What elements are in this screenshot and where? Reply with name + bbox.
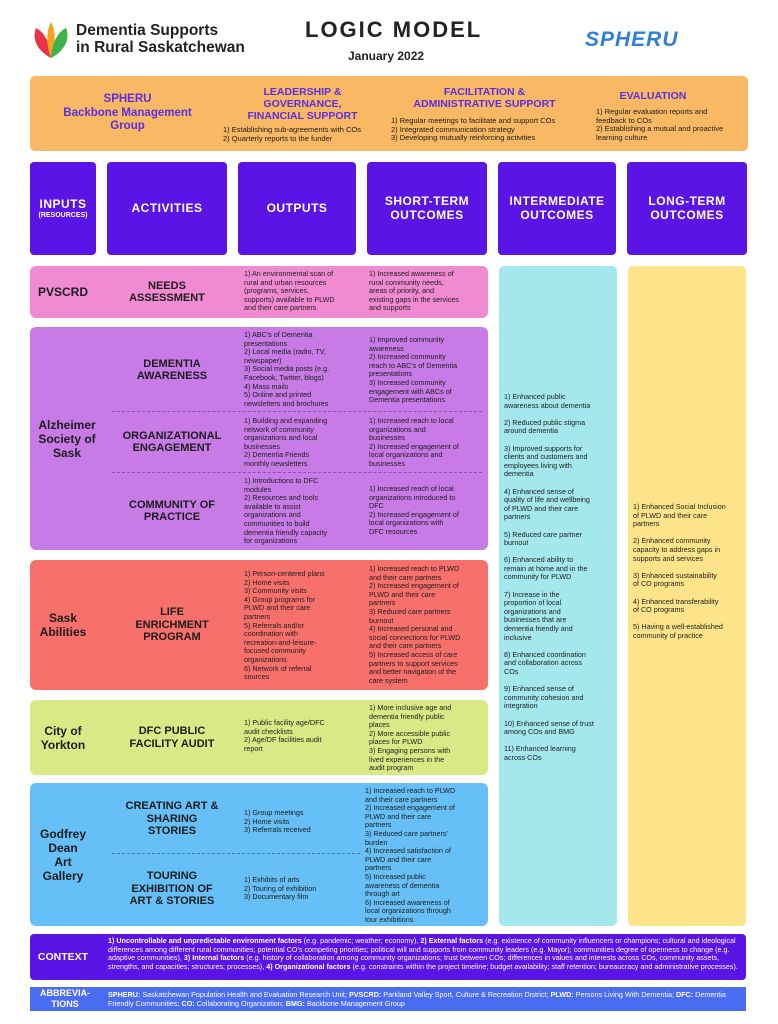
short-dementia-awareness: 1) Improved community awareness 2) Incre…: [369, 335, 458, 405]
column-header-short-term: SHORT-TERM OUTCOMES: [367, 162, 487, 255]
activities-label: ACTIVITIES: [131, 200, 203, 215]
context-factor-1-title: 1) Uncontrollable and unpredictable envi…: [108, 936, 302, 945]
context-label: CONTEXT: [37, 951, 89, 963]
abbr-key-co: CO:: [181, 998, 195, 1008]
activity-dementia-awareness: DEMENTIA AWARENESS: [136, 357, 208, 383]
column-header-outputs: OUTPUTS: [238, 162, 356, 255]
activity-community-of-practice: COMMUNITY OF PRACTICE: [129, 498, 215, 524]
context-factor-3-text: (e.g. history of collaboration among com…: [108, 953, 720, 971]
leadership-title: LEADERSHIP & GOVERNANCE, FINANCIAL SUPPO…: [247, 86, 358, 122]
abbr-val-plwd: Persons Living With Dementia;: [573, 990, 676, 999]
abbr-key-plwd: PLWD:: [550, 990, 574, 999]
org-name-line1: Dementia Supports: [76, 22, 219, 39]
column-header-activities: ACTIVITIES: [107, 162, 227, 255]
context-factor-1-text: (e.g. pandemic; weather; economy),: [301, 936, 421, 945]
output-touring-exhibition: 1) Exhibits of arts 2) Touring of exhibi…: [244, 875, 317, 902]
short-term-label: SHORT-TERM OUTCOMES: [384, 194, 470, 222]
backbone-panel: [30, 76, 748, 151]
short-pvscrd: 1) Increased awareness of rural communit…: [369, 269, 459, 313]
input-alzheimer: Alzheimer Society of Sask: [38, 417, 96, 460]
output-pvscrd: 1) An environmental scan of rural and ur…: [244, 269, 335, 313]
abbr-val-bmg: Backbone Management Group: [304, 998, 405, 1008]
band-alzheimer: [30, 327, 488, 550]
abbr-key-spheru: SPHERU:: [108, 990, 141, 999]
short-life-enrichment: 1) Increased reach to PLWD and their car…: [369, 564, 461, 685]
leaf-logo-icon: [34, 22, 68, 58]
evaluation-title: EVALUATION: [619, 90, 687, 102]
band-pvscrd: [30, 266, 488, 318]
activity-dfc-audit: DFC PUBLIC FACILITY AUDIT: [129, 725, 215, 750]
activity-creating-art: CREATING ART & SHARING STORIES: [125, 800, 219, 838]
backbone-title: SPHERU Backbone Management Group: [63, 93, 192, 132]
page-title: LOGIC MODEL: [305, 17, 483, 42]
context-factor-4-text: (e.g. constraints within the project tim…: [350, 961, 738, 971]
intermediate-label: INTERMEDIATE OUTCOMES: [509, 194, 605, 222]
input-godfrey-dean: Godfrey Dean Art Gallery: [39, 826, 86, 883]
facilitation-items: 1) Regular meetings to facilitate and su…: [391, 116, 556, 143]
context-factor-2-title: 2) External factors: [420, 936, 484, 945]
context-factor-3-title: 3) Internal factors: [183, 953, 245, 963]
input-sask-abilities: Sask Abilities: [39, 611, 87, 639]
abbreviations-text: SPHERU: Saskatchewan Population Health a…: [108, 990, 744, 1008]
facilitation-title: FACILITATION & ADMINISTRATIVE SUPPORT: [413, 86, 556, 110]
output-community-of-practice: 1) Introductions to DFC modules 2) Resou…: [244, 476, 328, 546]
column-header-inputs: INPUTS (RESOURCES): [30, 162, 96, 255]
short-organizational-engagement: 1) Increased reach to local organization…: [369, 416, 459, 468]
spheru-logo: SPHERU: [585, 28, 679, 51]
page-date: January 2022: [348, 49, 425, 63]
intermediate-outcomes-panel: [499, 266, 617, 926]
abbr-val-dfc: Dementia Friendly Communities;: [108, 990, 726, 1008]
evaluation-items: 1) Regular evaluation reports and feedba…: [596, 107, 724, 143]
short-dfc-audit: 1) More inclusive age and dementia frien…: [369, 703, 452, 773]
short-community-of-practice: 1) Increased reach of local organization…: [369, 484, 459, 536]
context-panel: [30, 934, 746, 980]
abbr-val-co: Collaborating Organization;: [194, 998, 286, 1008]
output-creating-art: 1) Group meetings 2) Home visits 3) Refe…: [244, 808, 311, 835]
band-godfrey-dean: [30, 783, 488, 926]
abbr-val-pvscrd: Parkland Valley Sport, Culture & Recreat…: [381, 990, 551, 999]
activity-needs-assessment: NEEDS ASSESSMENT: [129, 279, 205, 305]
column-header-long-term: LONG-TERM OUTCOMES: [627, 162, 747, 255]
long-term-label: LONG-TERM OUTCOMES: [648, 194, 726, 222]
leadership-items: 1) Establishing sub-agreements with COs …: [223, 125, 361, 143]
abbreviations-panel: [30, 987, 746, 1011]
abbr-key-dfc: DFC:: [675, 990, 694, 999]
divider-alz-2: [112, 472, 482, 473]
activity-touring-exhibition: TOURING EXHIBITION OF ART & STORIES: [129, 870, 215, 908]
context-factor-4-title: 4) Organizational factors: [266, 961, 351, 971]
long-term-outcomes-text: 1) Enhanced Social Inclusion of PLWD and…: [633, 502, 726, 640]
short-godfrey-dean: 1) Increased reach to PLWD and their car…: [365, 786, 456, 924]
activity-life-enrichment: LIFE ENRICHMENT PROGRAM: [135, 606, 209, 644]
abbr-val-spheru: Saskatchewan Population Health and Evalu…: [140, 990, 349, 999]
inputs-label: INPUTS: [39, 197, 87, 212]
outputs-label: OUTPUTS: [266, 200, 328, 215]
input-yorkton: City of Yorkton: [40, 723, 86, 752]
output-life-enrichment: 1) Person-centered plans 2) Home visits …: [244, 569, 325, 682]
logo: [30, 20, 72, 62]
inputs-sublabel: (RESOURCES): [38, 211, 88, 219]
output-dfc-audit: 1) Public facility age/DFC audit checkli…: [244, 718, 325, 753]
context-text: 1) Uncontrollable and unpredictable envi…: [108, 936, 744, 971]
intermediate-outcomes-text: 1) Enhanced public awareness about demen…: [504, 392, 594, 762]
divider-godfrey: [112, 853, 360, 854]
divider-alz-1: [112, 411, 482, 412]
context-factor-2-text: (e.g. existence of community influencers…: [108, 936, 736, 963]
band-yorkton: [30, 700, 488, 775]
abbreviations-label: ABBREVIA- TIONS: [39, 988, 90, 1009]
abbr-key-bmg: BMG:: [285, 998, 305, 1008]
long-term-outcomes-panel: [628, 266, 746, 926]
org-name-line2: in Rural Saskatchewan: [76, 39, 245, 56]
column-header-intermediate: INTERMEDIATE OUTCOMES: [498, 162, 616, 255]
band-sask-abilities: [30, 560, 488, 690]
abbr-key-pvscrd: PVSCRD:: [348, 990, 382, 999]
activity-organizational-engagement: ORGANIZATIONAL ENGAGEMENT: [122, 429, 222, 455]
output-organizational-engagement: 1) Building and expanding network of com…: [244, 416, 328, 468]
output-dementia-awareness: 1) ABC's of Dementia presentations 2) Lo…: [244, 330, 330, 408]
input-pvscrd: PVSCRD: [37, 285, 88, 299]
